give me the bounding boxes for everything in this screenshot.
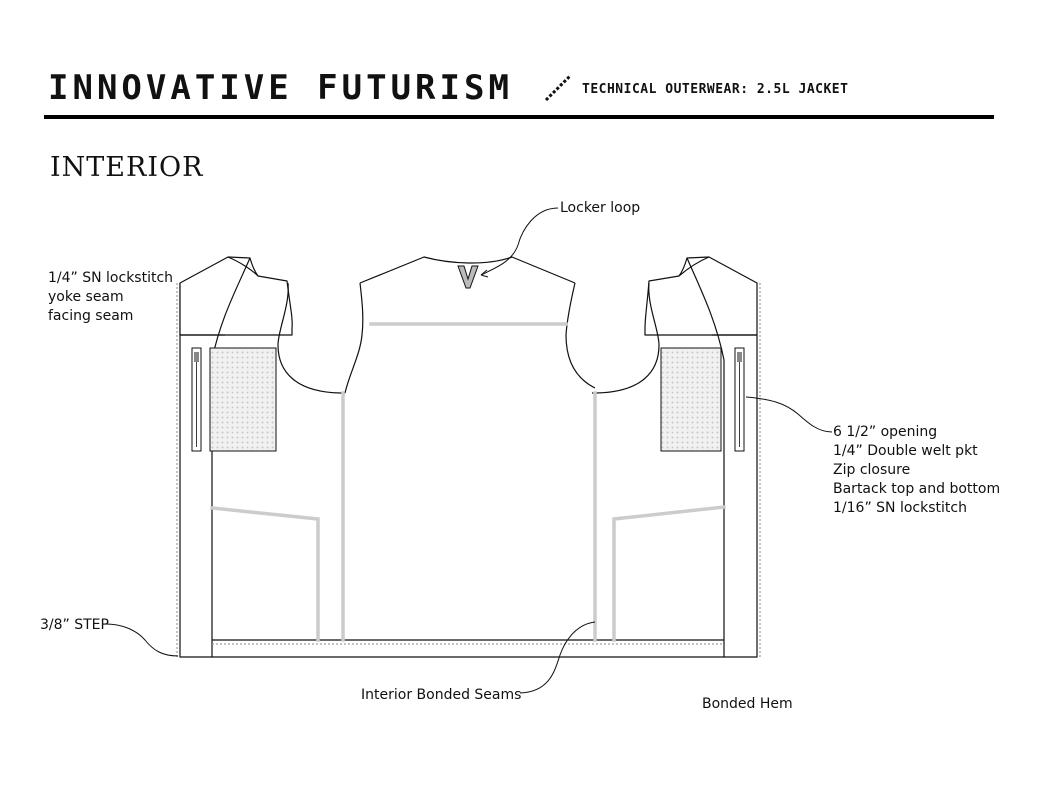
right-armhole [592,282,660,394]
pocket-spec-note: 6 1/2” opening 1/4” Double welt pkt Zip … [833,423,1000,518]
step-leader [104,623,179,657]
jacket-outline [179,282,758,658]
pocket-opening-line: 6 1/2” opening [833,424,938,440]
pocket-lockstitch-line: 1/16” SN lockstitch [833,500,967,516]
locker-loop-leader [480,207,559,276]
brand-logo: INNOVATIVE FUTURISM [48,68,513,108]
left-mesh-pocket [209,347,277,452]
facing-seam-line: facing seam [48,308,134,324]
bonded-seams-label: Interior Bonded Seams [361,687,522,703]
slash-divider-icon [544,74,572,102]
pocket-closure-line: Zip closure [833,462,911,478]
document-subtitle: TECHNICAL OUTERWEAR: 2.5L JACKET [582,82,849,97]
pocket-bartack-line: Bartack top and bottom [833,481,1001,497]
pocket-welt-line: 1/4” Double welt pkt [833,443,978,459]
header-rule [44,115,994,119]
right-zip-pull [737,352,742,362]
locker-loop [457,265,479,289]
section-title: INTERIOR [50,152,204,183]
locker-loop-label: Locker loop [560,200,641,216]
right-facing-seam [686,257,725,657]
right-mesh-pocket [660,347,722,452]
right-front-bonded-seam [612,505,726,642]
left-front-bonded-seam [210,506,320,642]
bonded-seams-leader [519,621,596,694]
bonded-hem-label: Bonded Hem [702,696,793,712]
right-front-panel [644,256,758,336]
lockstitch-line: 1/4” SN lockstitch [48,270,174,286]
left-armhole [277,282,345,394]
left-zip-pull [194,352,199,362]
step-label: 3/8” STEP [40,617,109,633]
pocket-leader [745,396,833,433]
yoke-seam-line: yoke seam [48,289,124,305]
left-front-panel [179,256,293,336]
lockstitch-note: 1/4” SN lockstitch yoke seam facing seam [48,269,173,326]
